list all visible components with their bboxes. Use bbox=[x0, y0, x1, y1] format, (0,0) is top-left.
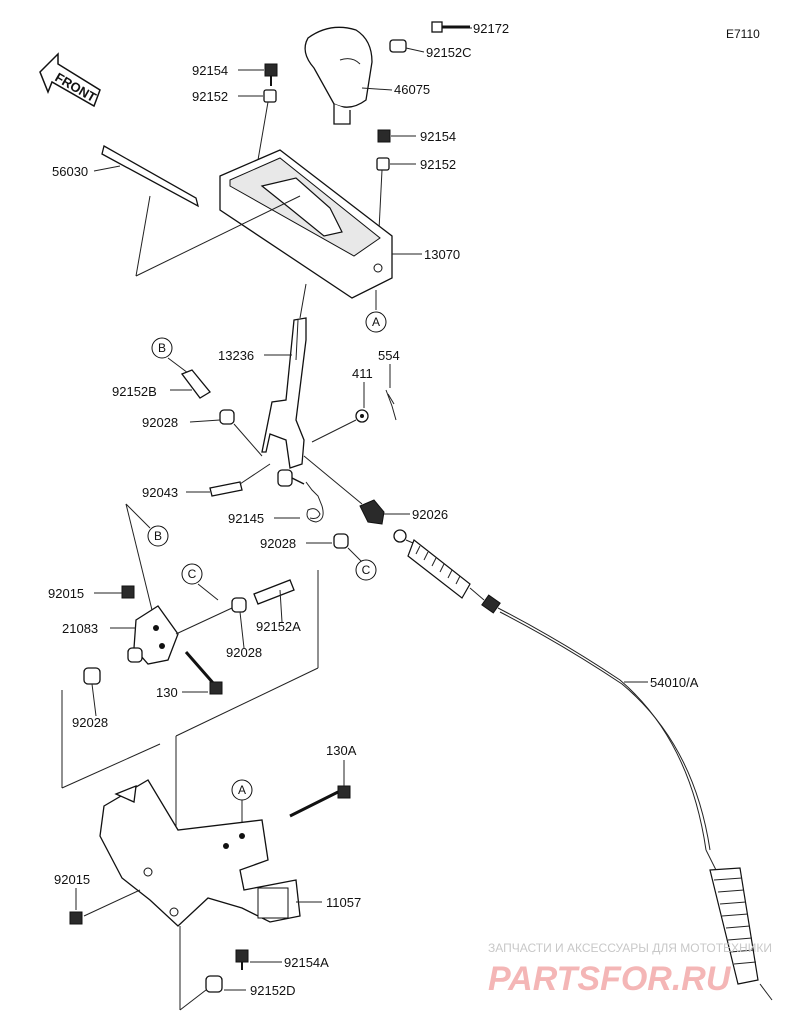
nut-92015-a bbox=[121, 585, 135, 599]
collar-92152B bbox=[180, 369, 211, 399]
spring-92145 bbox=[291, 477, 324, 523]
label-92015-b: 92015 bbox=[54, 872, 90, 887]
label-92154-mid: 92154 bbox=[420, 129, 456, 144]
bushing-92028-c bbox=[231, 597, 247, 613]
label-92152C: 92152C bbox=[426, 45, 472, 60]
callout-c-mid bbox=[355, 559, 377, 581]
callout-b-top bbox=[151, 337, 173, 359]
bolt-92172 bbox=[431, 21, 470, 33]
nut-92015-b bbox=[69, 911, 83, 925]
label-92026: 92026 bbox=[412, 507, 448, 522]
label-92154A: 92154A bbox=[284, 955, 329, 970]
label-92028-c: 92028 bbox=[226, 645, 262, 660]
collar-92152-mid bbox=[376, 157, 390, 171]
mount-bracket-11057 bbox=[99, 779, 301, 927]
shift-lever-13236 bbox=[261, 317, 307, 469]
callout-b-low-text: B bbox=[154, 529, 162, 543]
label-13070: 13070 bbox=[424, 247, 460, 262]
label-92152A: 92152A bbox=[256, 619, 301, 634]
bracket-bushing bbox=[127, 647, 143, 663]
label-21083: 21083 bbox=[62, 621, 98, 636]
collar-92152-top bbox=[263, 89, 277, 103]
bushing-92028-d bbox=[83, 667, 101, 685]
label-92028-a: 92028 bbox=[142, 415, 178, 430]
bushing-92028-b bbox=[333, 533, 349, 549]
front-arrow-icon: FRONT bbox=[39, 52, 101, 108]
label-411: 411 bbox=[352, 366, 373, 381]
label-92043: 92043 bbox=[142, 485, 178, 500]
collar-92152A bbox=[253, 579, 295, 605]
label-92152-top: 92152 bbox=[192, 89, 228, 104]
label-130A: 130A bbox=[326, 743, 357, 758]
label-13236: 13236 bbox=[218, 348, 254, 363]
strap-56030 bbox=[101, 145, 199, 208]
cotter-pin-554 bbox=[385, 389, 397, 421]
collar-92152D bbox=[205, 975, 223, 993]
label-92028-b: 92028 bbox=[260, 536, 296, 551]
label-554: 554 bbox=[378, 348, 400, 363]
callout-a-low-text: A bbox=[238, 783, 246, 797]
callout-a-top bbox=[365, 311, 387, 333]
label-92154-top: 92154 bbox=[192, 63, 228, 78]
bolt-130A bbox=[289, 785, 351, 818]
label-54010A: 54010/A bbox=[650, 675, 699, 690]
bolt-92154-mid bbox=[377, 129, 391, 143]
callout-c-mid-text: C bbox=[362, 563, 371, 577]
label-11057: 11057 bbox=[326, 895, 361, 910]
label-92145: 92145 bbox=[228, 511, 264, 526]
label-92028-d: 92028 bbox=[72, 715, 108, 730]
bolt-92154-top bbox=[264, 63, 278, 86]
washer-411 bbox=[355, 409, 369, 423]
diagram-code: E7110 bbox=[726, 27, 760, 41]
label-92172: 92172 bbox=[473, 21, 509, 36]
label-56030: 56030 bbox=[52, 164, 88, 179]
callout-b-top-text: B bbox=[158, 341, 166, 355]
block-92026 bbox=[359, 499, 385, 525]
callout-b-low bbox=[147, 525, 169, 547]
label-92152D: 92152D bbox=[250, 983, 296, 998]
label-92152-mid: 92152 bbox=[420, 157, 456, 172]
bolt-130 bbox=[184, 651, 223, 695]
lever-bushing bbox=[277, 469, 293, 487]
shift-console-13070 bbox=[219, 149, 393, 299]
shift-cable-54010A bbox=[393, 529, 773, 1001]
callout-a-top-text: A bbox=[372, 315, 380, 329]
label-130: 130 bbox=[156, 685, 178, 700]
watermark-line2: PARTSFOR.RU bbox=[488, 960, 732, 998]
callout-c-low bbox=[181, 563, 203, 585]
watermark-line1: ЗАПЧАСТИ И АКСЕССУАРЫ ДЛЯ МОТОТЕХНИКИ bbox=[488, 941, 772, 955]
label-92152B: 92152B bbox=[112, 384, 157, 399]
label-46075: 46075 bbox=[394, 82, 430, 97]
bushing-92028-a bbox=[219, 409, 235, 425]
pin-92043 bbox=[209, 481, 243, 497]
bolt-92154A bbox=[235, 949, 249, 970]
callout-c-low-text: C bbox=[188, 567, 197, 581]
shift-knob-46075 bbox=[304, 26, 373, 125]
collar-92152C bbox=[389, 39, 407, 53]
label-92015-a: 92015 bbox=[48, 586, 84, 601]
